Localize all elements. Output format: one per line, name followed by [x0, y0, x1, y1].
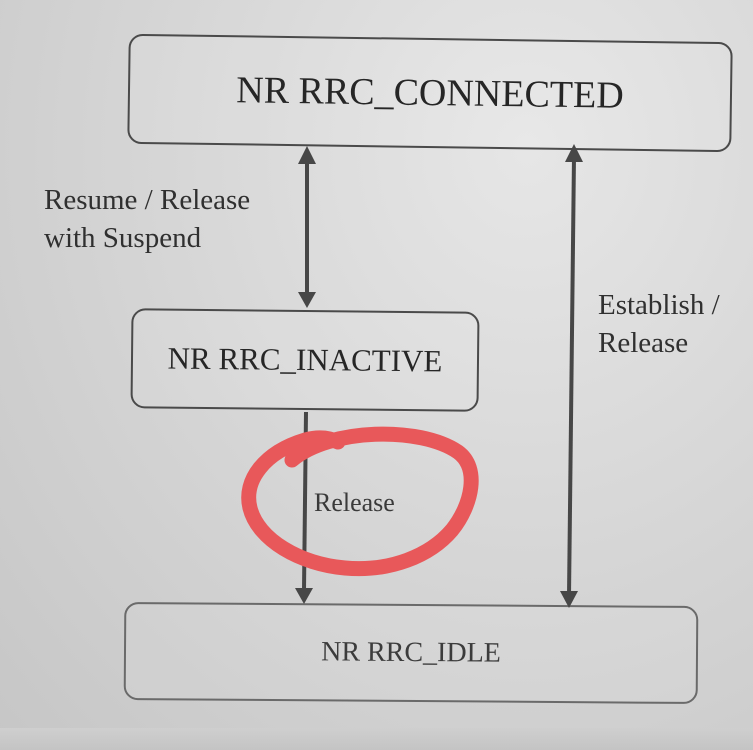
arrow-connected-inactive [298, 146, 316, 308]
label-establish-release: Establish / Release [598, 289, 720, 359]
annotation-circle [241, 426, 479, 577]
label-resume-release-suspend: Resume / Release with Suspend [44, 184, 251, 254]
arrow-connected-idle [560, 144, 583, 608]
label-release: Release [314, 488, 395, 517]
cropped-caption-strip [0, 728, 753, 750]
